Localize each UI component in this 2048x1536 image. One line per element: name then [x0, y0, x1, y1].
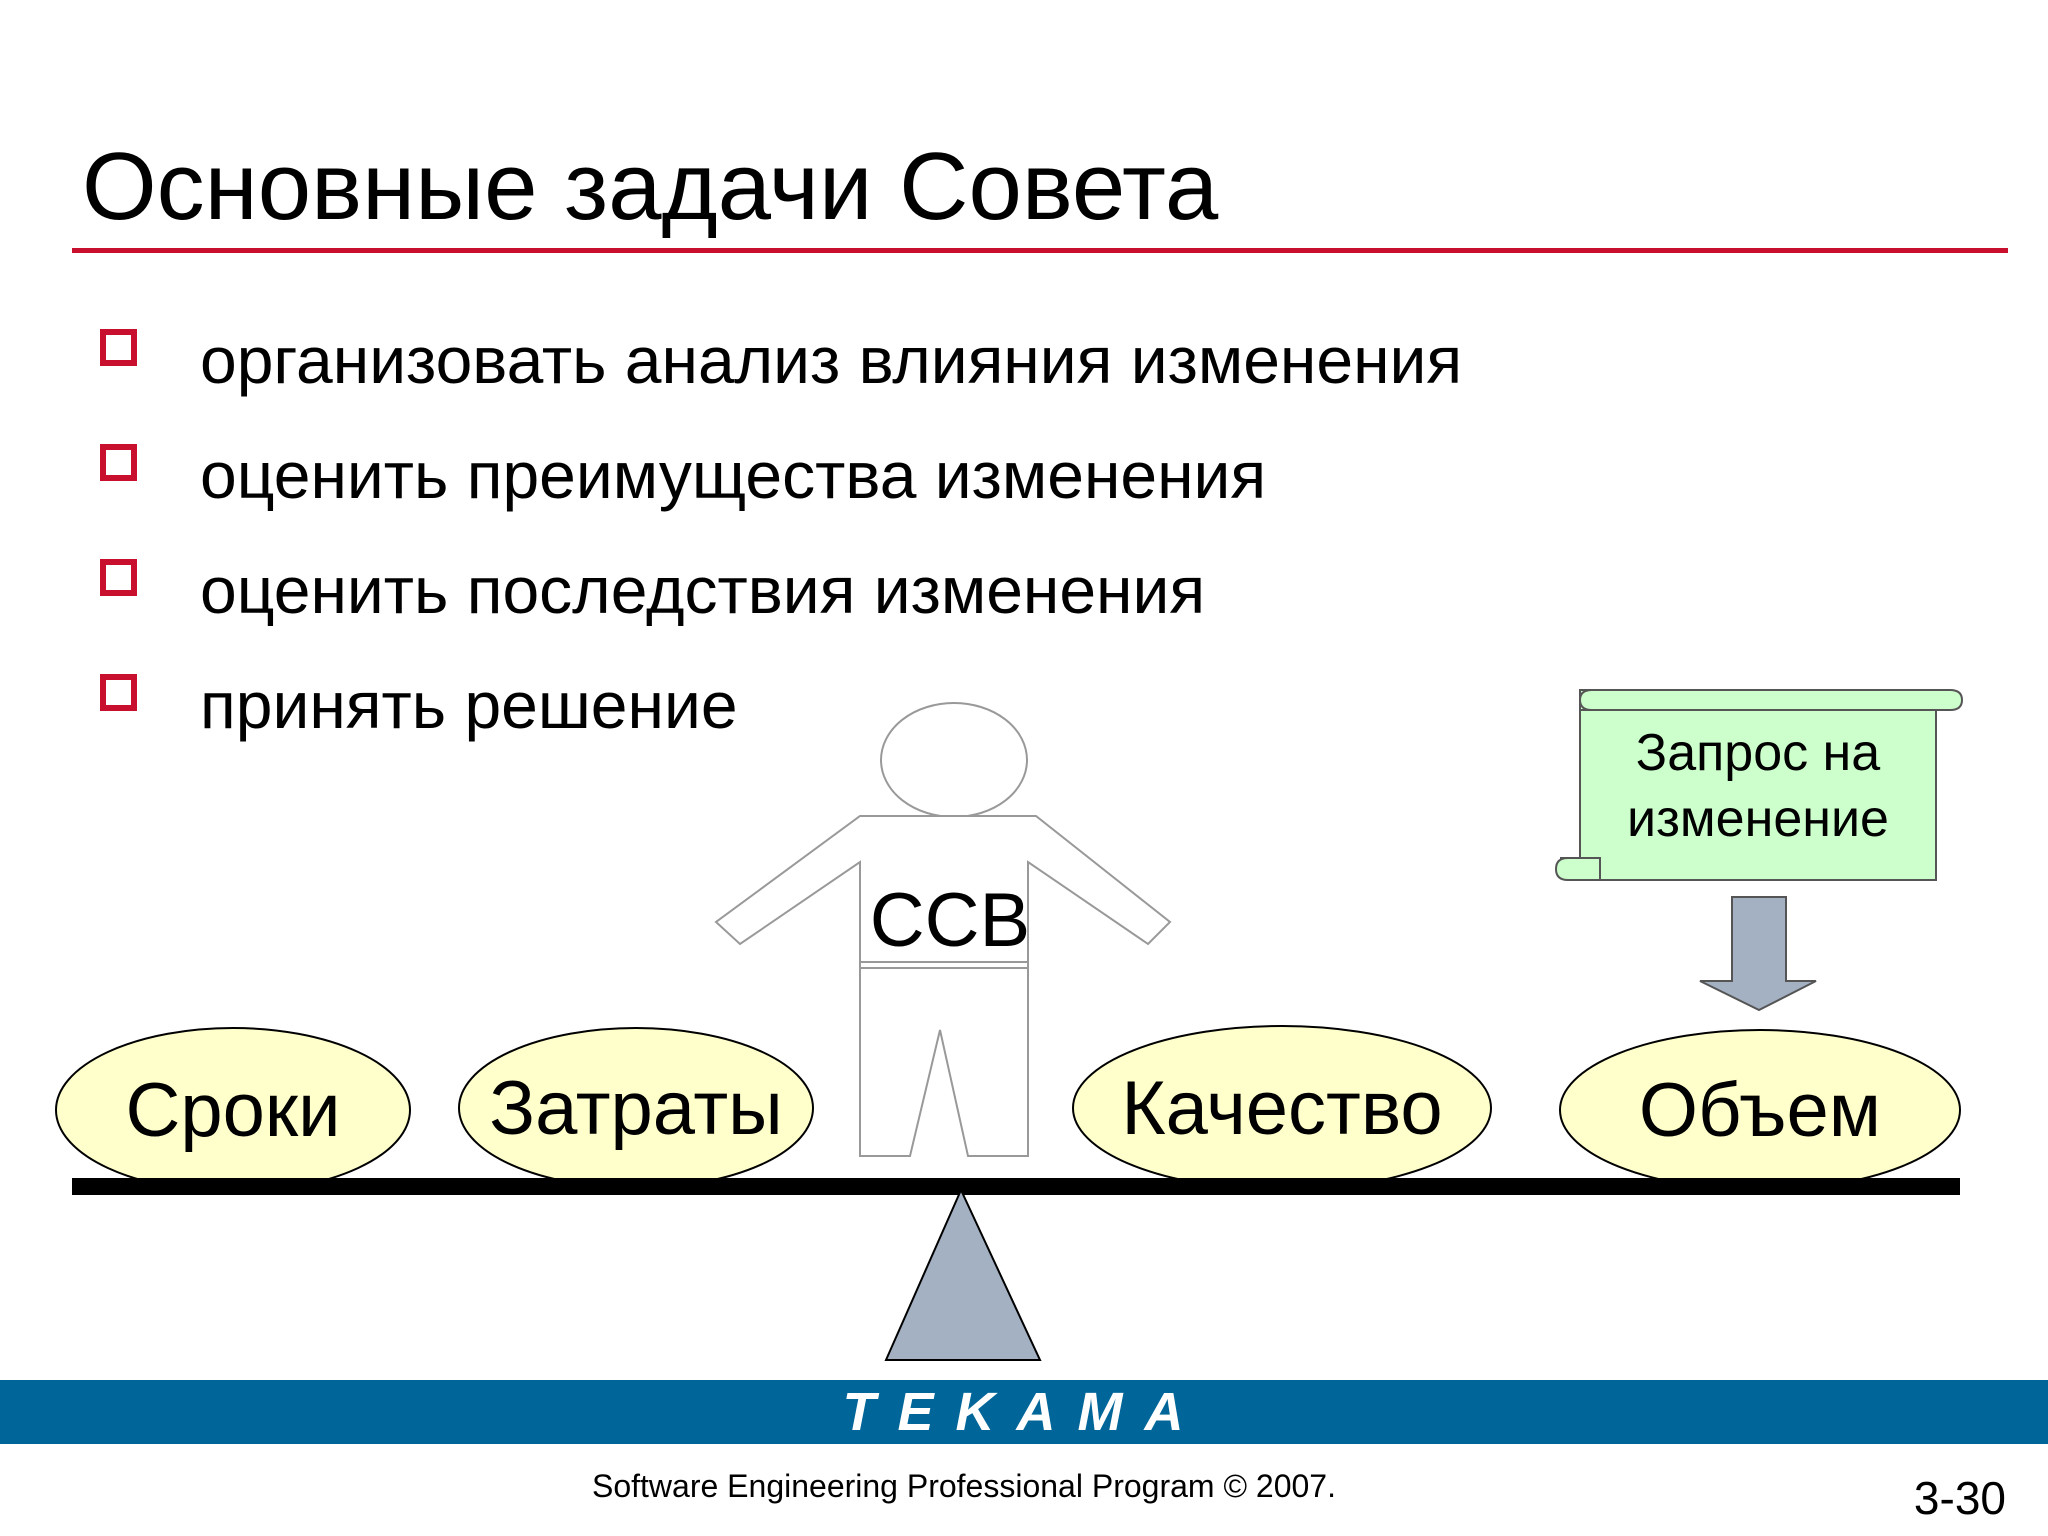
footer-band [0, 1380, 2048, 1444]
oval-label: Затраты [489, 1066, 783, 1151]
request-scroll [1554, 689, 1964, 881]
slide-number: 3-30 [1913, 1472, 2006, 1524]
square-bullet-icon [100, 444, 137, 481]
oval-label: Сроки [125, 1068, 341, 1153]
person-body [714, 815, 1172, 1157]
square-bullet-icon [100, 674, 137, 711]
bullet-text: оценить преимущества изменения [200, 438, 1267, 512]
square-bullet-icon [100, 559, 137, 596]
brand-logo: TEKAMA [842, 1382, 1206, 1442]
bullet-text: организовать анализ влияния изменения [200, 323, 1463, 397]
bullet-text: принять решение [200, 668, 738, 742]
request-label: Запрос на изменение [1627, 724, 1889, 848]
bullet-text: оценить последствия изменения [200, 553, 1206, 627]
square-bullet-icon [100, 329, 137, 366]
balance-beam [72, 1178, 1960, 1195]
person-head [880, 702, 1028, 818]
oval-label: Качество [1121, 1066, 1443, 1151]
copyright-text: Software Engineering Professional Progra… [592, 1468, 1336, 1504]
down-arrow-icon [1699, 896, 1817, 1012]
oval-label: Объем [1638, 1068, 1882, 1153]
fulcrum-triangle [884, 1187, 1042, 1361]
slide-title: Основные задачи Совета [82, 133, 1219, 240]
title-underline [72, 248, 2008, 253]
oval-group [55, 1025, 1961, 1193]
ccb-label: ССВ [869, 878, 1031, 963]
person-figure [714, 702, 1172, 1157]
